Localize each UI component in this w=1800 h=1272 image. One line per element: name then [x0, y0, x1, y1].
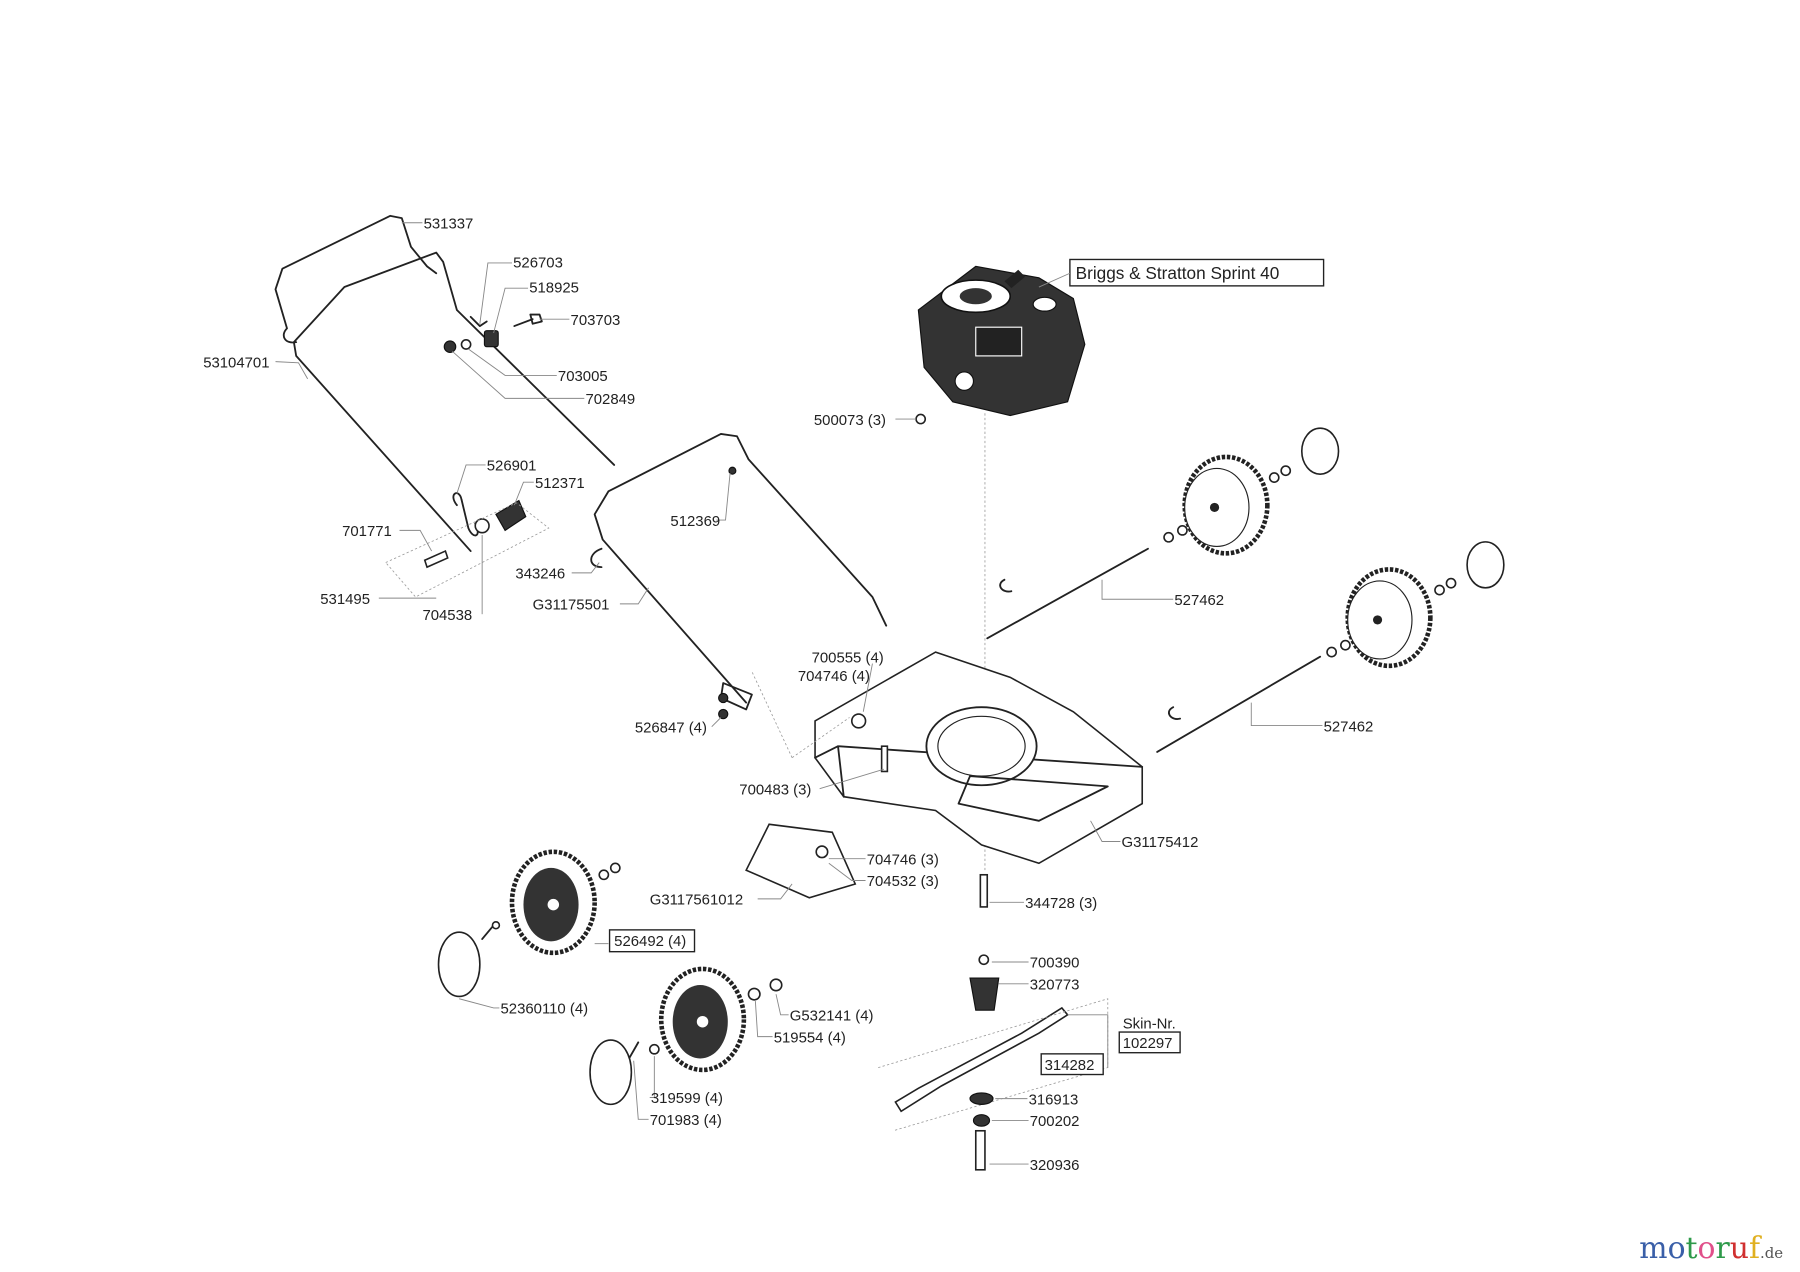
- rear-flap-G3117561012: [745, 823, 857, 899]
- label-518925: 518925: [529, 280, 579, 297]
- label-53104701: 53104701: [203, 354, 269, 371]
- label-500073: 500073 (3): [814, 412, 886, 429]
- bolt-704746: [815, 845, 829, 859]
- label-531495: 531495: [320, 591, 370, 608]
- handle-bracket: [720, 682, 753, 711]
- label-512371: 512371: [535, 475, 585, 492]
- label-700483: 700483 (3): [739, 781, 811, 798]
- label-526847: 526847 (4): [635, 719, 707, 736]
- label-G31175501: G31175501: [533, 597, 610, 614]
- wheel-front-upper: [509, 849, 597, 956]
- label-702849: 702849: [585, 391, 635, 408]
- skin-number: 102297: [1123, 1035, 1173, 1052]
- label-703703: 703703: [571, 312, 621, 329]
- label-527462-upper: 527462: [1174, 592, 1224, 609]
- label-526492: 526492 (4): [614, 933, 686, 950]
- label-344728: 344728 (3): [1025, 895, 1097, 912]
- knob-512371: [495, 499, 527, 532]
- label-703005: 703005: [558, 368, 608, 385]
- label-526901: 526901: [487, 458, 537, 475]
- wheel-rear-upper: [1182, 454, 1270, 556]
- bolt-701771: [423, 549, 449, 569]
- blade-adapter-320773: [969, 977, 1000, 1011]
- blade-bolt-320936: [974, 1129, 986, 1171]
- lower-handle: [593, 433, 888, 704]
- bolt-344728: [979, 873, 989, 908]
- hub-cap-lower: [1466, 541, 1505, 589]
- handle-53104701: [292, 251, 616, 552]
- label-314282: 314282: [1045, 1057, 1095, 1074]
- label-704538: 704538: [422, 607, 472, 624]
- engine-title-box: [1069, 258, 1325, 287]
- upper-handle-bar: [274, 214, 438, 344]
- label-320936: 320936: [1030, 1157, 1080, 1174]
- clip-lower: [1168, 706, 1182, 720]
- deck-G31175412: [814, 651, 1144, 865]
- label-700390: 700390: [1030, 955, 1080, 972]
- spring-526901: [452, 492, 479, 537]
- nut-526847a: [718, 692, 729, 704]
- cable-guide-518925: [483, 330, 499, 348]
- label-G3117561012: G3117561012: [650, 892, 743, 909]
- label-704746-3: 704746 (3): [867, 851, 939, 868]
- washer-700202: [972, 1114, 991, 1127]
- label-320773: 320773: [1030, 977, 1080, 994]
- bolt-700483: [880, 745, 889, 773]
- skin-label: Skin-Nr.: [1123, 1016, 1176, 1033]
- label-319599: 319599 (4): [651, 1090, 723, 1107]
- screw-700555: [850, 713, 867, 729]
- nut-702849: [443, 340, 457, 354]
- assembly-outline: [385, 502, 550, 598]
- motoruf-logo: motoruf.de: [1639, 1231, 1783, 1266]
- label-512369: 512369: [670, 513, 720, 530]
- cable-clip-526703: [469, 315, 488, 327]
- label-519554: 519554 (4): [774, 1029, 846, 1046]
- label-526703: 526703: [513, 255, 563, 272]
- label-G31175412: G31175412: [1122, 834, 1199, 851]
- label-704532: 704532 (3): [867, 873, 939, 890]
- leader-lines: [275, 222, 1323, 1165]
- washer-704538: [474, 518, 490, 534]
- label-343246: 343246: [515, 566, 565, 583]
- label-52360110: 52360110 (4): [501, 1001, 589, 1018]
- label-G532141: G532141 (4): [790, 1008, 874, 1025]
- blade-outline: [878, 998, 1109, 1132]
- label-316913: 316913: [1029, 1091, 1079, 1108]
- clip-343246: [590, 547, 603, 569]
- label-531337: 531337: [424, 215, 474, 232]
- label-700202: 700202: [1030, 1113, 1080, 1130]
- clip-700390: [978, 954, 990, 966]
- axle-527462-lower: [1156, 655, 1322, 753]
- nut-500073: [915, 413, 927, 425]
- wheel-front-lower: [658, 966, 747, 1073]
- hub-cap-front-upper: [437, 931, 481, 998]
- label-704746-4: 704746 (4): [798, 668, 870, 685]
- clip-upper: [999, 578, 1013, 593]
- engine: [917, 265, 1086, 417]
- hub-cap-front-lower: [589, 1039, 633, 1106]
- washer-703005: [460, 339, 472, 350]
- skin-number-box: [1118, 1031, 1181, 1054]
- label-box-314282: [1040, 1053, 1104, 1076]
- label-527462-lower: 527462: [1324, 718, 1374, 735]
- label-701771: 701771: [342, 523, 392, 540]
- engine-title: Briggs & Stratton Sprint 40: [1076, 263, 1280, 283]
- label-box-526492: [608, 929, 696, 953]
- axle-527462-upper: [986, 547, 1149, 640]
- hub-cap-upper: [1300, 427, 1340, 475]
- label-701983: 701983 (4): [650, 1112, 722, 1129]
- pin-512369: [728, 466, 737, 475]
- label-700555: 700555 (4): [812, 649, 884, 666]
- bolt-703703: [513, 313, 543, 327]
- washer-316913: [969, 1092, 994, 1105]
- nut-526847b: [718, 708, 729, 720]
- wheel-rear-lower: [1345, 567, 1433, 669]
